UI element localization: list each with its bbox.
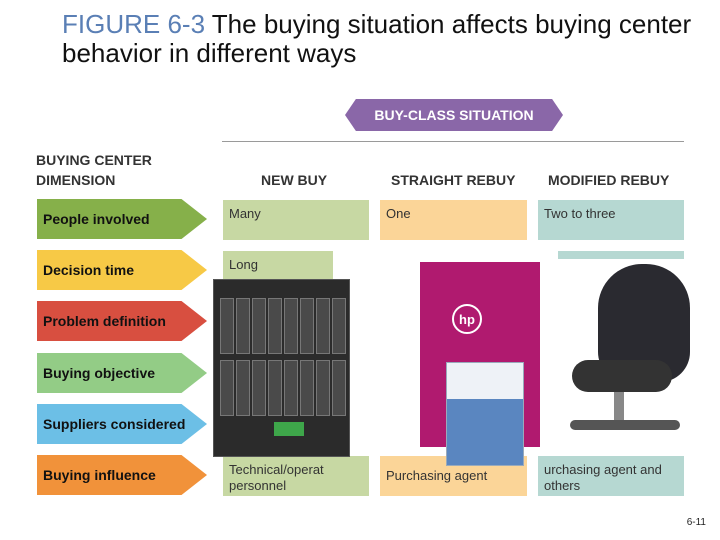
buy-class-banner: BUY-CLASS SITUATION: [345, 99, 563, 131]
row-label-buying-influence: Buying influence: [37, 455, 207, 495]
buy-class-divider: [222, 141, 684, 142]
dimension-header: BUYING CENTER DIMENSION: [36, 152, 152, 188]
column-header-modified-rebuy: MODIFIED REBUY: [548, 172, 670, 188]
page-number: 6-11: [686, 517, 706, 528]
figure-number: FIGURE 6-3: [62, 9, 206, 39]
cell-decision-new-buy: Long: [223, 251, 333, 279]
cell-people-new-buy: Many: [223, 200, 369, 240]
blade-server-image: [213, 279, 350, 457]
row-label-decision-time: Decision time: [37, 250, 207, 290]
cell-people-modified-rebuy: Two to three: [538, 200, 684, 240]
figure-caption: The buying situation affects buying cent…: [62, 9, 692, 68]
row-label-people-involved: People involved: [37, 199, 207, 239]
column-header-straight-rebuy: STRAIGHT REBUY: [391, 172, 516, 188]
row-label-suppliers-considered: Suppliers considered: [37, 404, 207, 444]
cell-influence-new-buy: Technical/operat personnel: [223, 456, 369, 496]
server-display-icon: [274, 422, 304, 436]
column-header-new-buy: NEW BUY: [261, 172, 328, 188]
page-title: FIGURE 6-3 The buying situation affects …: [62, 10, 702, 68]
cell-people-straight-rebuy: One: [380, 200, 527, 240]
paper-pack-image: [446, 362, 524, 466]
row-label-buying-objective: Buying objective: [37, 353, 207, 393]
row-label-problem-definition: Problem definition: [37, 301, 207, 341]
cell-influence-modified-rebuy: urchasing agent and others: [538, 456, 684, 496]
hp-logo-icon: hp: [452, 304, 482, 334]
cell-decision-modified-rebuy: [558, 251, 684, 259]
